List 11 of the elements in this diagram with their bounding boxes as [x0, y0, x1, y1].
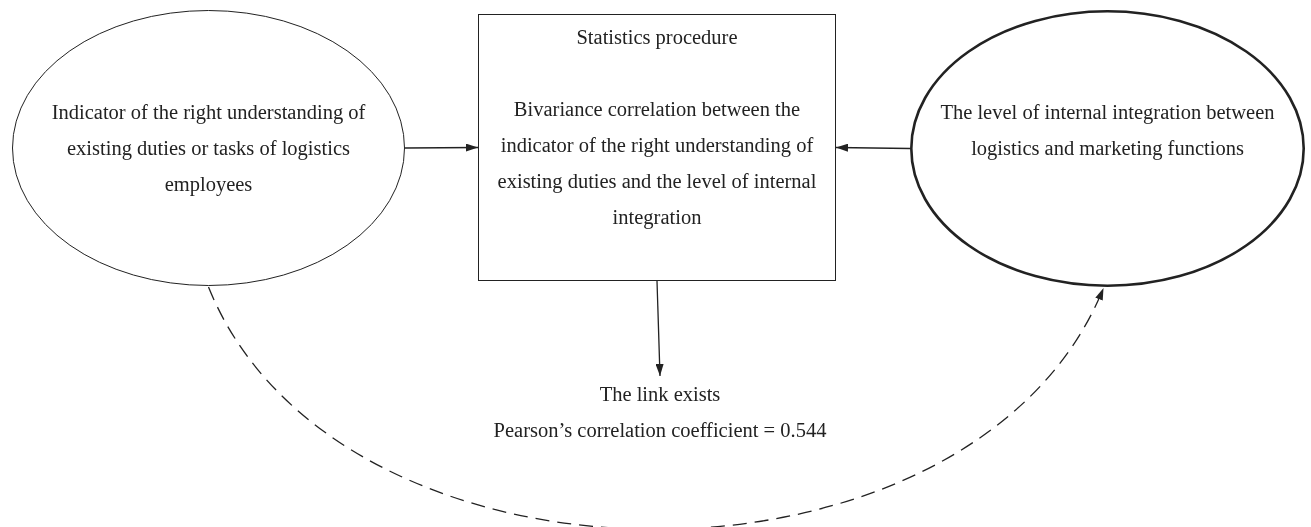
node-text: The level of internal integration between logistics and marketing functions [939, 100, 1276, 162]
process-box [478, 14, 836, 281]
arrow [404, 143, 479, 152]
dashed-arrow [207, 286, 1105, 527]
node-text: Indicator of the right understanding of existing duties or tasks of logistics employees [50, 100, 367, 198]
arrow [655, 280, 664, 377]
result-text: The link exists [599, 382, 721, 407]
box-heading: Statistics procedure [576, 25, 738, 51]
arrow [835, 143, 911, 152]
result-text: Pearson’s correlation coefficient = 0.544 [493, 418, 827, 443]
box-text: Bivariance correlation between the indicator of the right understanding of existing duties and the level of internal integration [496, 97, 818, 231]
